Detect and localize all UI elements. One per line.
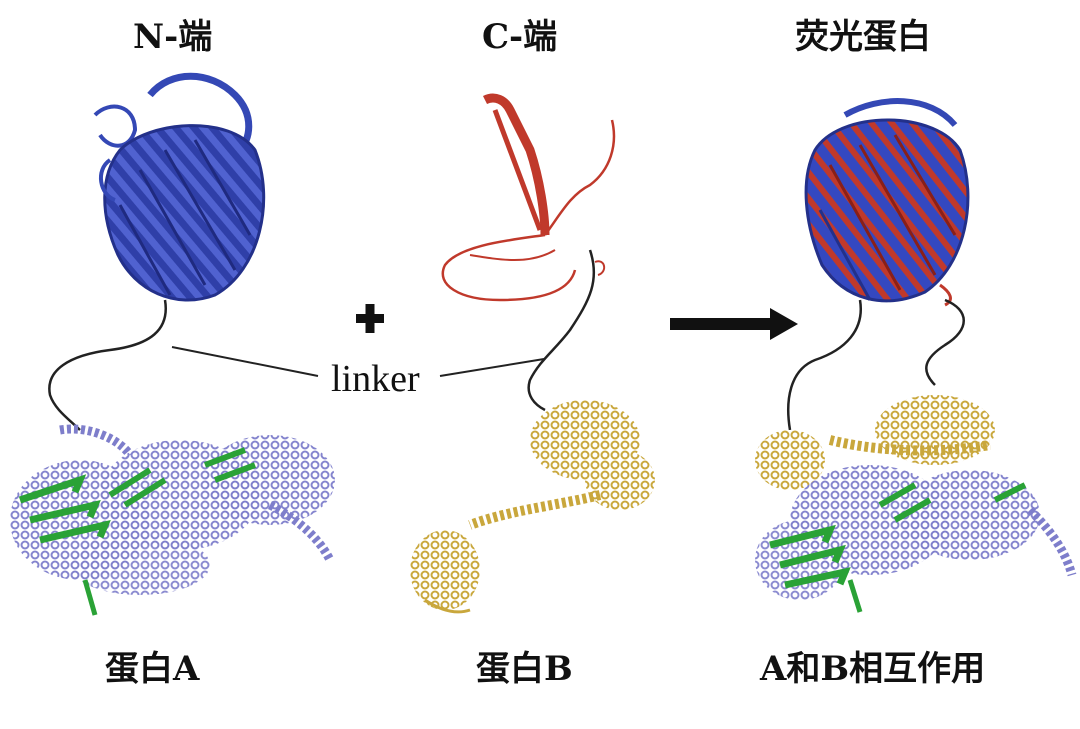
linker-pointer-right <box>439 358 545 377</box>
complex-a-b-structure <box>755 395 1077 613</box>
n-terminal-label: N-端 <box>133 17 213 57</box>
c-terminal-label: C-端 <box>482 17 558 57</box>
protein-b-structure <box>410 400 655 614</box>
fluorescent-protein-label: 荧光蛋白 <box>795 17 931 57</box>
plus-icon <box>356 304 384 333</box>
interaction-label: A和B相互作用 <box>760 649 986 689</box>
protein-a-structure <box>10 424 335 616</box>
linker-a <box>48 299 168 431</box>
n-fragment-structure <box>93 72 266 302</box>
fluorescent-protein-structure <box>804 98 970 307</box>
linker-pointer-left <box>171 346 319 377</box>
linker-b <box>527 249 596 412</box>
linker-label: linker <box>331 358 420 400</box>
linker-right-b <box>925 298 965 386</box>
protein-a-label: 蛋白A <box>105 649 200 689</box>
protein-b-label: 蛋白B <box>476 649 573 689</box>
c-fragment-structure <box>441 93 616 302</box>
arrow-right-icon <box>670 308 798 340</box>
linker-right-a <box>787 299 863 431</box>
